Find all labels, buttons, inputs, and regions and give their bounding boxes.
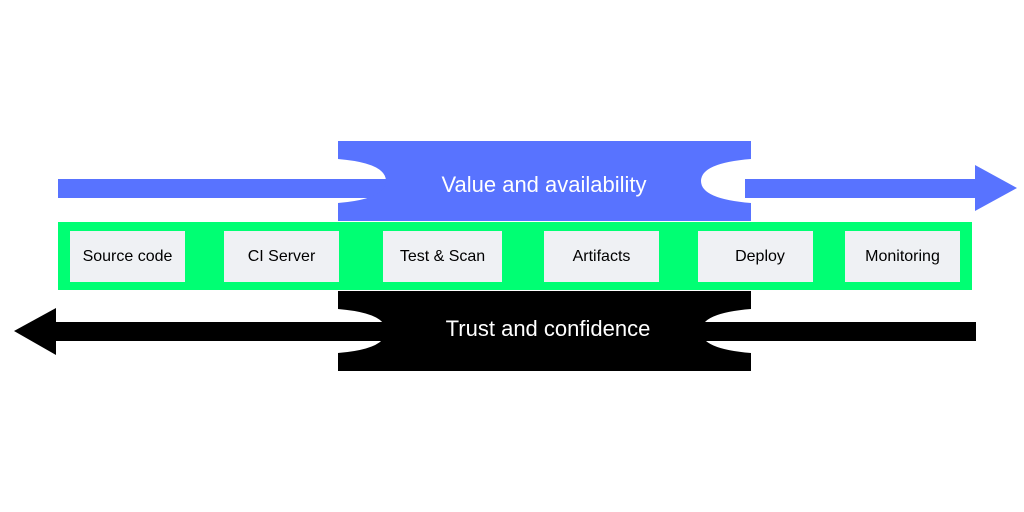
trust-arrow-shaft-left bbox=[52, 322, 392, 341]
pipeline-band bbox=[58, 222, 972, 290]
stage-ci-server: CI Server bbox=[224, 231, 339, 282]
stage-box bbox=[544, 231, 659, 282]
trust-flow: Trust and confidence bbox=[14, 291, 976, 371]
stage-box bbox=[698, 231, 813, 282]
stage-box bbox=[845, 231, 960, 282]
trust-arrow-shaft-right bbox=[690, 322, 976, 341]
trust-banner-left-wing bbox=[338, 291, 398, 371]
value-flow: Value and availability bbox=[58, 141, 1017, 221]
value-banner-right-wing bbox=[688, 141, 751, 221]
stage-box bbox=[383, 231, 502, 282]
stage-label: Source code bbox=[83, 248, 173, 265]
value-arrow-shaft-right bbox=[745, 179, 977, 198]
value-banner bbox=[398, 141, 688, 221]
stage-label: Test & Scan bbox=[400, 248, 485, 265]
trust-banner-label: Trust and confidence bbox=[446, 316, 651, 341]
trust-banner-right-wing bbox=[688, 291, 751, 371]
stage-box bbox=[70, 231, 185, 282]
pipeline: Source code CI Server Test & Scan Artifa… bbox=[58, 222, 972, 290]
value-banner-label: Value and availability bbox=[441, 172, 646, 197]
stage-label: Monitoring bbox=[865, 248, 940, 265]
stage-box bbox=[224, 231, 339, 282]
value-arrow-head bbox=[975, 165, 1017, 211]
stage-artifacts: Artifacts bbox=[544, 231, 659, 282]
trust-banner bbox=[398, 291, 688, 371]
stage-monitoring: Monitoring bbox=[845, 231, 960, 282]
stage-label: Deploy bbox=[735, 248, 785, 265]
trust-arrow-head bbox=[14, 308, 56, 355]
stage-label: CI Server bbox=[248, 248, 316, 265]
stage-deploy: Deploy bbox=[698, 231, 813, 282]
stage-source-code: Source code bbox=[70, 231, 185, 282]
stage-label: Artifacts bbox=[573, 248, 631, 265]
stage-test-scan: Test & Scan bbox=[383, 231, 502, 282]
value-arrow-shaft-left bbox=[58, 179, 398, 198]
value-banner-left-wing bbox=[338, 141, 398, 221]
